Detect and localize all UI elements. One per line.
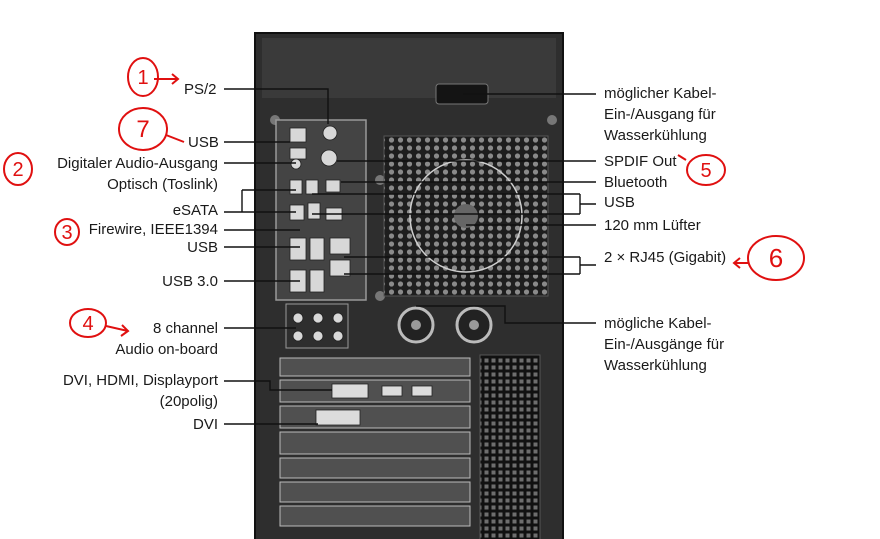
leader-lines <box>224 88 596 425</box>
hdmi-port <box>381 385 403 397</box>
label-cable-top-3: Wasserkühlung <box>604 127 707 144</box>
label-toslink: Optisch (Toslink) <box>107 176 218 193</box>
label-dvi-hdmi: DVI, HDMI, Displayport <box>62 372 218 389</box>
annotation-circle-1 <box>127 57 159 97</box>
label-20polig: (20polig) <box>159 393 218 410</box>
label-usb-right: USB <box>604 194 635 211</box>
label-esata: eSATA <box>172 202 218 219</box>
annotation-number-1: 1 <box>137 67 148 89</box>
grommet-hole <box>411 320 421 330</box>
audio-jack <box>292 312 304 324</box>
usb-port <box>289 147 307 160</box>
screw <box>547 115 557 125</box>
label-bluetooth: Bluetooth <box>604 174 668 191</box>
case-top-panel <box>262 38 556 98</box>
label-cable-top-1: möglicher Kabel- <box>604 85 717 102</box>
usb-port <box>307 202 321 220</box>
rj45-port <box>329 259 351 277</box>
usb-port <box>289 127 307 143</box>
expansion-slot <box>279 505 471 527</box>
label-spdif: SPDIF Out <box>604 153 677 170</box>
annotation-circle-4 <box>69 308 107 338</box>
label-fan: 120 mm Lüfter <box>604 217 701 234</box>
audio-panel <box>285 303 349 349</box>
displayport-port <box>411 385 433 397</box>
usb-port <box>305 179 319 195</box>
audio-jack <box>332 330 344 342</box>
esata-port <box>289 179 303 195</box>
label-ps2: PS/2 <box>184 81 217 98</box>
label-cable-top-2: Ein-/Ausgang für <box>604 106 716 123</box>
dvi-port <box>331 383 369 399</box>
annotation-number-4: 4 <box>82 313 93 335</box>
audio-jack <box>312 330 324 342</box>
coax-port <box>320 149 338 167</box>
expansion-slot <box>279 431 471 455</box>
usb-port <box>309 237 325 261</box>
red-annotations <box>3 57 805 338</box>
audio-jack <box>292 330 304 342</box>
side-mesh <box>479 354 541 539</box>
usb-port <box>325 179 341 193</box>
rj45-port <box>329 237 351 255</box>
label-usb-top: USB <box>188 134 219 151</box>
label-audio-1: 8 channel <box>152 320 218 337</box>
label-dvi: DVI <box>192 416 218 433</box>
label-usb-mid: USB <box>187 239 218 256</box>
usb3-port <box>309 269 325 293</box>
label-cable-bottom-3: Wasserkühlung <box>604 357 707 374</box>
audio-jack <box>312 312 324 324</box>
ps2-port <box>322 125 338 141</box>
dvi-port <box>315 409 361 426</box>
annotation-circle-5 <box>686 154 726 186</box>
annotation-number-6: 6 <box>769 243 783 273</box>
annotation-circle-3 <box>54 218 80 246</box>
screw <box>375 291 385 301</box>
label-cable-bottom-2: Ein-/Ausgänge für <box>604 336 725 353</box>
label-usb3: USB 3.0 <box>162 273 218 290</box>
label-audio-2: Audio on-board <box>115 341 218 358</box>
expansion-slot <box>279 379 471 403</box>
annotation-number-3: 3 <box>61 222 72 244</box>
annotation-number-7: 7 <box>136 116 149 143</box>
annotation-number-2: 2 <box>12 159 23 181</box>
usb-port <box>289 237 307 261</box>
expansion-slot <box>279 405 471 429</box>
label-digital-audio: Digitaler Audio-Ausgang <box>57 155 218 172</box>
annotation-circle-2 <box>3 152 33 186</box>
label-firewire: Firewire, IEEE1394 <box>88 221 218 238</box>
label-rj45: 2 × RJ45 (Gigabit) <box>604 249 727 266</box>
expansion-slot <box>279 457 471 479</box>
annotation-circle-6 <box>747 235 805 281</box>
annotation-number-5: 5 <box>700 160 711 182</box>
expansion-slot <box>279 481 471 503</box>
expansion-slot <box>279 357 471 377</box>
toslink-port <box>290 158 302 170</box>
label-cable-bottom-1: mögliche Kabel- <box>604 315 712 332</box>
annotation-circle-7 <box>118 107 168 151</box>
fan-ring <box>409 159 523 273</box>
grommet-hole <box>469 320 479 330</box>
audio-jack <box>332 312 344 324</box>
fan-hub <box>454 204 478 228</box>
